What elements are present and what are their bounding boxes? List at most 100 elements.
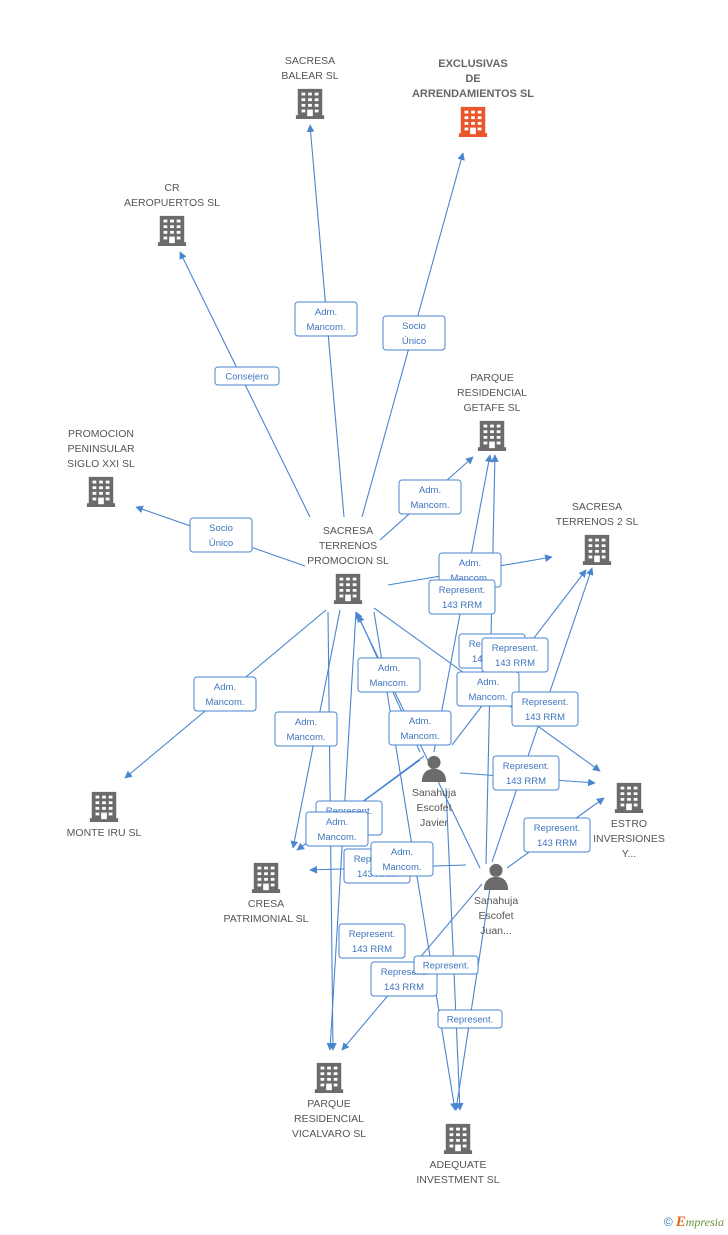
edges-layer [124,124,605,1111]
edge-label-text: Mancom. [369,678,408,689]
edge-label-text: 143 RRM [352,944,392,955]
edge-label-text: Único [402,336,426,347]
edge-label-text: Adm. [378,663,400,674]
edge-label-box [305,811,369,847]
edge-label: Represent. 143 RRM [338,923,406,959]
node-promocion-peninsular[interactable]: PROMOCION PENINSULAR SIGLO XXI SL [67,428,135,507]
edge-label-box [357,657,421,693]
node-label: ARRENDAMIENTOS SL [412,88,534,100]
node-label: MONTE IRU SL [67,827,142,839]
edge-label-text: Mancom. [286,732,325,743]
edge-label-text: Mancom. [382,862,421,873]
node-label: CRESA [248,898,284,910]
brand-name: mpresia [685,1215,724,1229]
node-label: Sanahuja [474,895,519,907]
edge-label: Adm. Mancom. [370,841,434,877]
node-label: PROMOCION [68,428,134,440]
node-label: PENINSULAR [67,443,135,455]
edge-label: Represent.143 RRM [428,579,496,615]
node-label: BALEAR SL [281,70,338,82]
node-label: CR [164,182,180,194]
edge-label: Adm.Mancom. [398,479,462,515]
edge-label-text: Mancom. [205,697,244,708]
edge-label-box [388,710,452,746]
node-label: Y... [622,848,636,860]
edge-label-box [413,955,479,975]
edge-label: Represent. 143 RRM [492,755,560,791]
node-label: Juan... [480,925,512,937]
edge-label: Adm.Mancom. [193,676,257,712]
edge-label-text: Adm. [459,558,481,569]
footer-brand: © Empresia [664,1214,724,1231]
edge-label-text: Adm. [295,717,317,728]
copyright-symbol: © [663,1215,673,1229]
node-sanahuja-juan[interactable]: SanahujaEscofetJuan... [474,863,519,937]
edge-label-text: Adm. [326,817,348,828]
node-label: INVERSIONES [593,833,665,845]
edge-line [453,887,491,1111]
edge-label-text: Consejero [225,372,268,383]
node-monte-iru[interactable]: MONTE IRU SL [67,791,142,839]
edge-label-box [398,479,462,515]
edge-label: Adm. Mancom. [357,657,421,693]
edge-label-text: 143 RRM [506,776,546,787]
node-label: RESIDENCIAL [294,1113,364,1125]
building-icon [333,573,363,604]
edge-label-box [492,755,560,791]
edge-label: Represent.143 RRM [523,817,591,853]
building-icon [295,88,325,119]
edge-label: Adm. Mancom. [388,710,452,746]
node-label: PROMOCION SL [307,555,389,567]
edge-label-text: Adm. [409,716,431,727]
building-icon [614,782,644,813]
edge-label-text: Adm. [391,847,413,858]
node-label: ESTRO [611,818,647,830]
node-label: INVESTMENT SL [416,1174,499,1186]
edge-label-text: Represent. [503,761,549,772]
edge-label-text: Mancom. [410,500,449,511]
node-label: GETAFE SL [464,402,521,414]
edge-label-text: 143 RRM [442,600,482,611]
building-icon [443,1123,473,1154]
edge-label-box [193,676,257,712]
edge-label-box [437,1009,503,1029]
building-icon [314,1062,344,1093]
edge-label-text: Represent. [492,643,538,654]
edge-label: Represent.143 RRM [481,637,549,673]
node-label: PARQUE [307,1098,351,1110]
edge-label: Adm.Mancom. [456,671,520,707]
node-label: RESIDENCIAL [457,387,527,399]
edge-label-text: Socio [402,321,426,332]
edge-line [445,787,464,1111]
edge-label-text: Represent. [447,1015,493,1026]
node-label: Escofet [416,802,451,814]
edge-label-text: Mancom. [317,832,356,843]
node-label: SIGLO XXI SL [67,458,135,470]
building-icon [582,534,612,565]
edge-label-text: 143 RRM [384,982,424,993]
building-icon [251,862,281,893]
building-icon [477,420,507,451]
edge-label: Consejero [214,366,280,386]
building-icon [157,215,187,246]
edge-label: Adm.Mancom. [294,301,358,337]
edge-label-text: Adm. [477,677,499,688]
node-estro[interactable]: ESTRO INVERSIONES Y... [593,782,665,860]
edge-label-text: Mancom. [400,731,439,742]
edge-label-text: Represent. [522,697,568,708]
edge-label-box [214,366,280,386]
edge-label-text: Represent. [349,929,395,940]
edge-label-box [511,691,579,727]
